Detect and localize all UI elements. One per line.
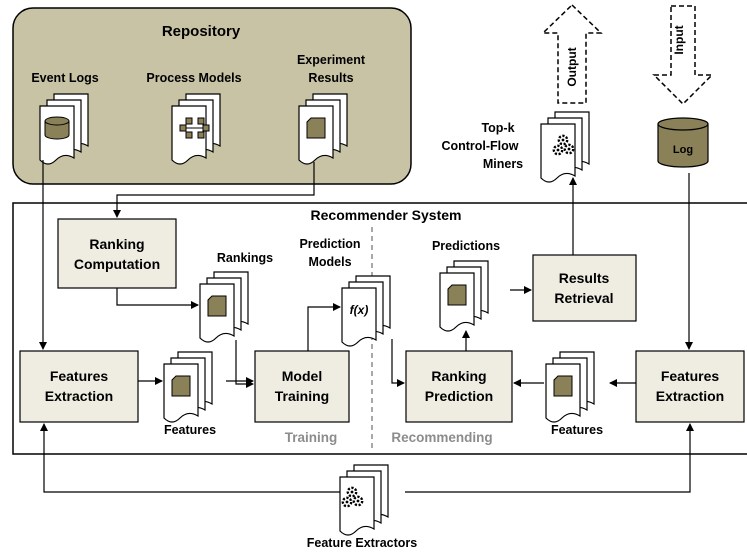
input-arrow: Input — [652, 5, 714, 106]
model-training-box: Model Training — [254, 350, 350, 423]
prediction-models-label-line1: Prediction — [299, 237, 360, 251]
svg-text:Model: Model — [282, 368, 322, 384]
recommender-system-title: Recommender System — [311, 207, 462, 223]
svg-text:Features: Features — [661, 368, 720, 384]
svg-text:Results: Results — [559, 270, 610, 286]
svg-text:Computation: Computation — [74, 256, 160, 272]
prediction-models-stack: Prediction Models f(x) — [299, 237, 391, 347]
event-logs-stack: Event Logs — [31, 71, 99, 165]
connectors — [39, 160, 694, 493]
top-k-label-line1: Top-k — [481, 121, 514, 135]
svg-text:Ranking: Ranking — [89, 236, 144, 252]
document-icon — [553, 375, 573, 397]
event-logs-label: Event Logs — [31, 71, 98, 85]
log-label: Log — [673, 144, 693, 156]
process-models-label: Process Models — [146, 71, 241, 85]
repository-title: Repository — [162, 23, 241, 40]
document-icon — [171, 375, 191, 397]
experiment-results-label-line1: Experiment — [297, 53, 366, 67]
features-left-label: Features — [164, 423, 216, 437]
ranking-computation-box: Ranking Computation — [57, 218, 177, 289]
input-arrow-label: Input — [672, 25, 686, 54]
features-extraction-left-box: Features Extraction — [19, 350, 139, 423]
svg-text:Training: Training — [275, 388, 329, 404]
svg-text:Features: Features — [50, 368, 109, 384]
features-left-stack: Features — [163, 351, 216, 437]
process-models-stack: Process Models — [146, 71, 242, 165]
model-formula: f(x) — [350, 303, 369, 317]
document-icon — [207, 295, 227, 317]
svg-text:Extraction: Extraction — [45, 388, 113, 404]
log-database: Log — [657, 117, 709, 168]
svg-text:Prediction: Prediction — [425, 388, 493, 404]
svg-text:Extraction: Extraction — [656, 388, 724, 404]
process-model-icon — [179, 117, 210, 139]
rankings-stack: Rankings — [199, 251, 273, 343]
features-right-stack: Features — [545, 351, 603, 437]
features-right-label: Features — [551, 423, 603, 437]
feature-extractors-label: Feature Extractors — [307, 536, 418, 550]
recommending-phase-label: Recommending — [391, 430, 492, 445]
top-k-label-line3: Miners — [483, 157, 523, 171]
feature-extractors-stack: Feature Extractors — [307, 464, 418, 550]
output-arrow: Output — [541, 3, 603, 104]
svg-text:Ranking: Ranking — [431, 368, 486, 384]
top-k-miners: Top-k Control-Flow Miners — [441, 111, 590, 183]
output-arrow-label: Output — [565, 47, 579, 86]
database-icon — [44, 116, 70, 140]
top-k-label-line2: Control-Flow — [441, 139, 518, 153]
predictions-stack: Predictions — [432, 239, 500, 332]
experiment-results-stack: Experiment Results — [297, 53, 366, 165]
features-extraction-right-box: Features Extraction — [635, 350, 745, 423]
recommender-system-frame: Recommender System — [12, 202, 747, 455]
ranking-prediction-box: Ranking Prediction — [405, 350, 513, 423]
rankings-label: Rankings — [217, 251, 273, 265]
predictions-label: Predictions — [432, 239, 500, 253]
document-icon — [447, 284, 467, 306]
training-phase-label: Training — [285, 430, 338, 445]
results-retrieval-box: Results Retrieval — [532, 254, 637, 322]
prediction-models-label-line2: Models — [308, 255, 351, 269]
document-icon — [306, 117, 326, 139]
svg-text:Retrieval: Retrieval — [554, 290, 613, 306]
experiment-results-label-line2: Results — [308, 71, 353, 85]
